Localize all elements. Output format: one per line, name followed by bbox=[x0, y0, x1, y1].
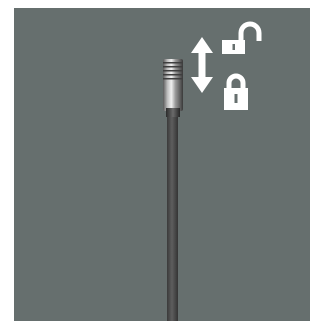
unlocked-padlock-icon bbox=[222, 24, 259, 54]
cable bbox=[167, 116, 178, 321]
up-down-arrow-icon bbox=[191, 37, 213, 93]
locked-padlock-icon bbox=[224, 76, 248, 110]
connector-head bbox=[163, 59, 183, 117]
